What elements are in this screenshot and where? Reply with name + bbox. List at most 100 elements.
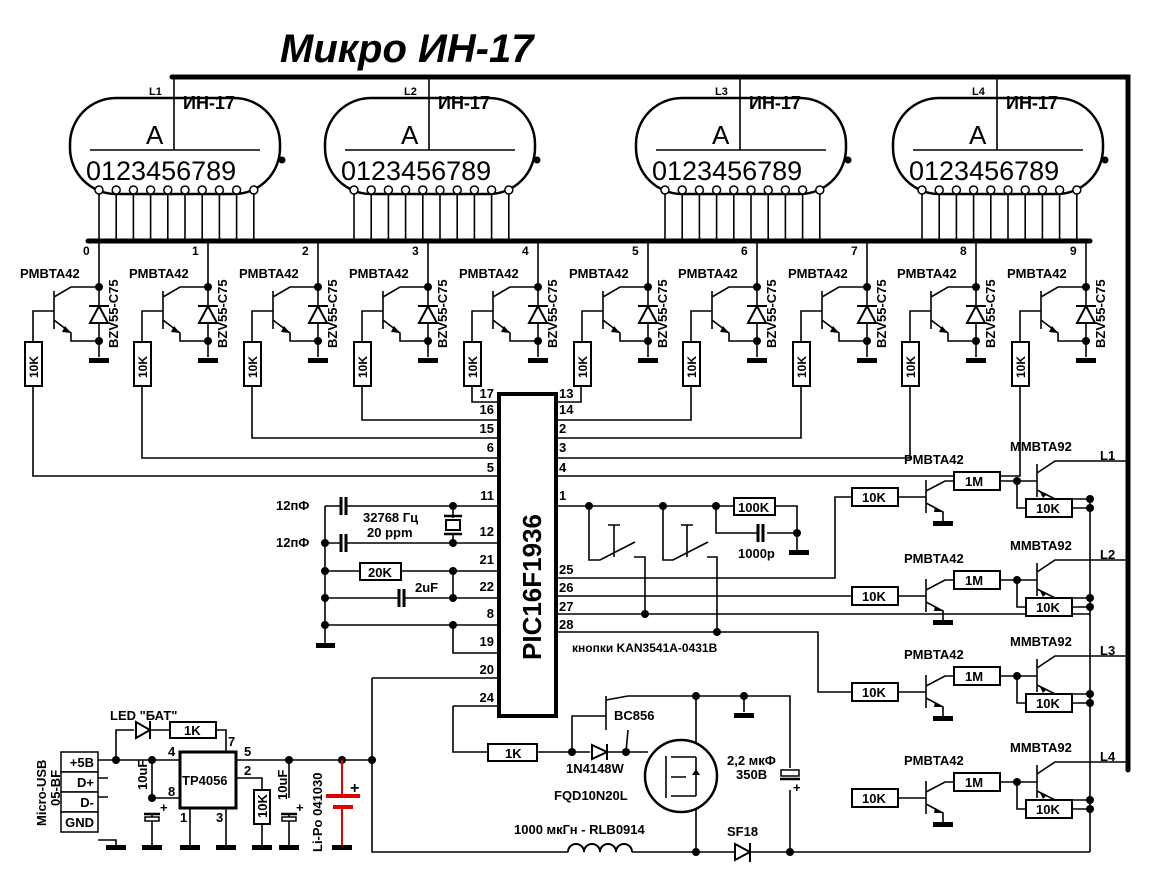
ground-symbol xyxy=(933,620,953,625)
battery-label: Li-Po 041030 xyxy=(310,773,325,853)
anode-pullup-resistor-label: 10K xyxy=(1036,600,1060,615)
tube-anode-glyph: A xyxy=(401,120,419,150)
base-resistor-label: 10K xyxy=(356,356,370,378)
junction-dot xyxy=(449,567,457,575)
zener-diode-icon xyxy=(965,303,987,324)
tube-pin xyxy=(163,185,173,195)
anode-pullup-resistor xyxy=(1025,498,1073,518)
tube-pin xyxy=(128,185,139,195)
tube-pin xyxy=(968,185,979,195)
zener-diode-icon xyxy=(307,303,329,324)
zener-label: BZV55-C75 xyxy=(655,279,670,348)
anode-base-resistor-label: 1M xyxy=(965,669,983,684)
crystal-symbol xyxy=(445,519,461,531)
base-resistor-label: 10K xyxy=(27,356,41,378)
junction-dot xyxy=(449,539,457,547)
tube-name: ИН-17 xyxy=(1006,93,1058,113)
resistor-100k-label: 100K xyxy=(738,500,770,515)
transistor-label: PMBTA42 xyxy=(239,266,299,281)
mcu-pin-right: 3 xyxy=(559,440,566,455)
mcu-pin-left: 24 xyxy=(480,690,495,705)
cathode-index-label: 4 xyxy=(522,244,529,258)
usb-pin-label: +5B xyxy=(70,755,94,770)
driver-wiring xyxy=(581,241,649,357)
driver-wiring xyxy=(32,241,100,357)
led-resistor-label: 1K xyxy=(184,723,201,738)
anode-pnp-label: MMBTA92 xyxy=(1010,439,1072,454)
emitter-arrow-icon xyxy=(281,326,290,333)
tube-name: ИН-17 xyxy=(438,93,490,113)
ground-symbol xyxy=(142,845,162,850)
cathode-index-label: 3 xyxy=(412,244,419,258)
junction-dot xyxy=(285,756,293,764)
zener-label: BZV55-C75 xyxy=(215,279,230,348)
emitter-arrow-icon xyxy=(1040,591,1047,597)
zener-label: BZV55-C75 xyxy=(1093,279,1108,348)
ground-symbol xyxy=(747,358,767,363)
tube-envelope xyxy=(68,96,282,196)
tube-pin xyxy=(729,185,739,195)
tube-anode-line xyxy=(345,77,515,151)
inductor-icon xyxy=(567,843,633,853)
junction-dot xyxy=(148,756,156,764)
tube-pin xyxy=(711,185,722,195)
transistor-label: PMBTA42 xyxy=(459,266,519,281)
gate-resistor-label: 1K xyxy=(505,746,522,761)
zener-diode-icon xyxy=(88,303,110,324)
usb-pin-label: D- xyxy=(80,795,94,810)
emitter-arrow-icon xyxy=(830,326,839,333)
mcu-pin-right: 2 xyxy=(559,421,566,436)
emitter-arrow-icon xyxy=(171,326,180,333)
junction-dot xyxy=(321,539,329,547)
anode-pullup-resistor-label: 10K xyxy=(1036,501,1060,516)
mosfet-label: FQD10N20L xyxy=(554,788,628,803)
charger-pin-3: 3 xyxy=(216,810,223,825)
ground-symbol xyxy=(528,358,548,363)
mcu-pin-left: 20 xyxy=(480,662,494,677)
tube-anode-label: L4 xyxy=(972,86,986,98)
zener-label: BZV55-C75 xyxy=(106,279,121,348)
emitter-arrow-icon xyxy=(1040,492,1047,498)
junction-dot xyxy=(534,283,542,291)
transistor-label: PMBTA42 xyxy=(349,266,409,281)
charger-label: TP4056 xyxy=(182,773,228,788)
out-cap-label-2: 350В xyxy=(736,767,767,782)
ground-symbol xyxy=(638,358,658,363)
inductor-label: 1000 мкГн - RLB0914 xyxy=(514,822,646,837)
cathode-index-label: 1 xyxy=(192,244,199,258)
zener-label: BZV55-C75 xyxy=(325,279,340,348)
mcu-pin-left: 15 xyxy=(480,421,494,436)
junction-dot xyxy=(1013,778,1021,786)
diode-sf18-icon xyxy=(734,842,753,862)
mcu-pin-right: 4 xyxy=(559,460,567,475)
driver-wiring xyxy=(690,241,758,357)
junction-dot xyxy=(534,337,542,345)
junction-dot xyxy=(314,337,322,345)
anode-npn-label: PMBTA42 xyxy=(904,753,964,768)
transistor-label: PMBTA42 xyxy=(897,266,957,281)
junction-dot xyxy=(692,848,700,856)
anode-base-resistor-label: 1M xyxy=(965,474,983,489)
driver-wiring xyxy=(361,241,429,357)
tube-digits: 0123456789 xyxy=(341,156,491,186)
boost-section: 1K BC856 1N4148W FQD10N20L 1000 мкГн - R… xyxy=(371,677,1090,862)
mcu-pin-left: 19 xyxy=(480,634,494,649)
plus-sign: + xyxy=(793,780,801,795)
tube-digits: 0123456789 xyxy=(909,156,1059,186)
charger-pin-2: 2 xyxy=(244,763,251,778)
ground-symbol xyxy=(332,845,352,850)
anode-output-label: L3 xyxy=(1100,643,1115,658)
anode-npn-label: PMBTA42 xyxy=(904,551,964,566)
mcu-pin-right: 13 xyxy=(559,386,573,401)
tube-pin xyxy=(1037,185,1048,195)
anode-npn-wiring xyxy=(898,781,954,822)
cathode-index-label: 6 xyxy=(741,244,748,258)
zener-label: BZV55-C75 xyxy=(435,279,450,348)
bc856-label: BC856 xyxy=(614,708,654,723)
tube-anode-line xyxy=(656,77,826,151)
charger-pin-5: 5 xyxy=(244,744,251,759)
resistor-led xyxy=(169,721,217,739)
